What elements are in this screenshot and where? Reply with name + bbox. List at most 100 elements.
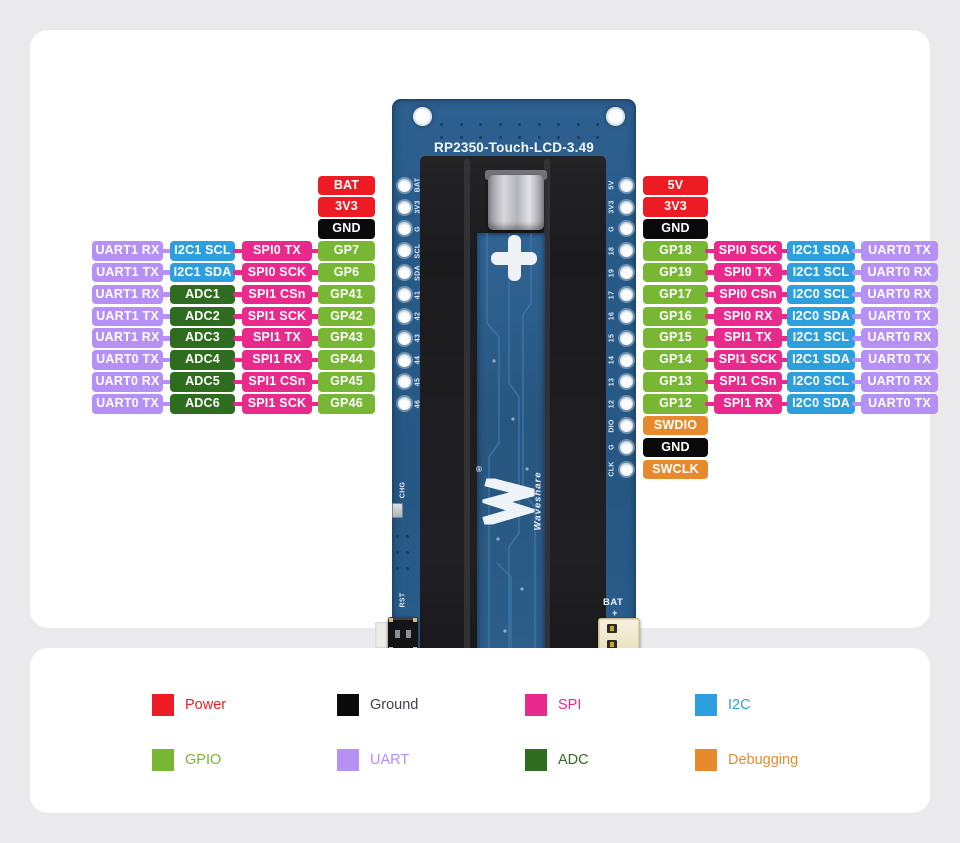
via-dot — [576, 136, 580, 139]
pin-label-uart1-rx: UART1 RX — [92, 284, 163, 305]
pin-label-5v: 5V — [643, 175, 708, 195]
via-dot — [396, 567, 399, 570]
pin-label-uart0-rx: UART0 RX — [861, 262, 938, 283]
legend-swatch-gpio — [152, 749, 174, 771]
pin-hole — [619, 419, 633, 433]
connector-dash — [160, 248, 173, 254]
pin-label-adc5: ADC5 — [170, 372, 235, 392]
pin-label-uart1-tx: UART1 TX — [92, 306, 163, 327]
reset-button-actuator[interactable] — [375, 622, 388, 648]
reset-button[interactable] — [388, 617, 418, 652]
via-dot — [576, 123, 580, 126]
connector-dash — [309, 292, 321, 297]
connector-dash — [705, 401, 717, 407]
connector-dash — [852, 270, 864, 275]
connector-dash — [232, 357, 245, 363]
via-dot — [537, 136, 541, 139]
silk-pin-5v: 5V — [608, 180, 616, 190]
pin-label-gp41: GP41 — [318, 284, 375, 305]
connector-dash — [778, 270, 791, 275]
board-title: RP2350-Touch-LCD-3.49 — [434, 140, 594, 155]
pin-label-gp15: GP15 — [643, 328, 708, 348]
connector-dash — [160, 292, 173, 297]
connector-dash — [232, 270, 245, 275]
pin-label-uart0-rx: UART0 RX — [92, 372, 163, 392]
pin-hole — [397, 266, 411, 280]
via-dot — [406, 551, 409, 554]
pin-hole — [619, 309, 633, 323]
connector-dash — [852, 357, 864, 363]
pin-hole — [397, 309, 411, 323]
via-dot — [596, 123, 599, 126]
legend-swatch-ground — [337, 694, 359, 716]
pin-label-i2c1-scl: I2C1 SCL — [787, 328, 855, 348]
silk-pin-43: 43 — [414, 333, 422, 343]
pin-hole — [397, 222, 411, 236]
pin-label-spi0-tx: SPI0 TX — [242, 241, 312, 261]
connector-dash — [852, 314, 864, 319]
connector-dash — [232, 336, 245, 341]
silk-pin-sda: SDA — [414, 264, 422, 281]
pin-label-uart1-tx: UART1 TX — [92, 262, 163, 283]
silk-bat-plus: + — [612, 608, 618, 618]
pin-label-3v3: 3V3 — [318, 197, 375, 217]
pin-label-adc6: ADC6 — [170, 394, 235, 414]
connector-dash — [705, 314, 717, 319]
pin-label-uart1-rx: UART1 RX — [92, 241, 163, 261]
pin-hole — [619, 331, 633, 345]
legend-label-adc: ADC — [558, 752, 589, 768]
connector-dash — [778, 248, 791, 254]
pin-hole — [619, 244, 633, 258]
pin-label-spi1-sck: SPI1 SCK — [242, 306, 312, 327]
legend-label-uart: UART — [370, 752, 410, 768]
pin-label-swdio: SWDIO — [643, 415, 708, 436]
connector-dash — [232, 248, 245, 254]
pin-label-gnd: GND — [643, 219, 708, 239]
pin-label-uart0-rx: UART0 RX — [861, 372, 938, 392]
pin-hole — [619, 353, 633, 367]
connector-dash — [232, 314, 245, 319]
silk-pin-g: G — [608, 444, 616, 451]
pin-label-spi0-sck: SPI0 SCK — [714, 241, 782, 261]
pin-label-spi1-tx: SPI1 TX — [714, 328, 782, 348]
pcb-center-strip — [477, 233, 545, 656]
pin-label-spi1-rx: SPI1 RX — [714, 394, 782, 414]
pin-label-uart1-rx: UART1 RX — [92, 328, 163, 348]
via-dot — [440, 136, 443, 139]
via-dot — [459, 123, 463, 126]
connector-dash — [852, 379, 864, 385]
pin-hole — [619, 440, 633, 454]
pin-label-gp17: GP17 — [643, 284, 708, 305]
pin-hole — [619, 462, 633, 476]
pin-label-uart0-tx: UART0 TX — [861, 241, 938, 261]
silk-pin-scl: SCL — [414, 243, 422, 259]
pin-hole — [619, 178, 633, 192]
pin-label-spi1-csn: SPI1 CSn — [242, 372, 312, 392]
connector-dash — [852, 248, 864, 254]
registered-trademark: ® — [476, 465, 482, 474]
connector-dash — [778, 379, 791, 385]
pin-label-gp19: GP19 — [643, 262, 708, 283]
pin-label-spi1-rx: SPI1 RX — [242, 350, 312, 370]
silk-pin-46: 46 — [414, 399, 422, 408]
connector-dash — [309, 336, 321, 341]
pin-hole — [619, 375, 633, 389]
pin-label-gp12: GP12 — [643, 394, 708, 414]
via-dot — [406, 535, 409, 538]
silk-pin-41: 41 — [414, 290, 422, 299]
connector-dash — [309, 270, 321, 275]
pin-hole — [397, 288, 411, 301]
silk-chg-label: CHG — [399, 481, 407, 499]
silk-pin-18: 18 — [608, 246, 616, 255]
pin-label-i2c1-sda: I2C1 SDA — [170, 262, 235, 283]
connector-dash — [309, 248, 321, 254]
silk-pin-14: 14 — [608, 355, 616, 365]
pin-label-uart0-rx: UART0 RX — [861, 328, 938, 348]
silk-pin-g: G — [608, 226, 616, 232]
connector-dash — [705, 248, 717, 254]
pin-label-i2c0-sda: I2C0 SDA — [787, 394, 855, 414]
mounting-hole-icon — [606, 107, 625, 126]
silk-rst-label: RST — [399, 592, 407, 608]
silk-pin-3v3: 3V3 — [414, 200, 422, 214]
pin-label-i2c0-scl: I2C0 SCL — [787, 284, 855, 305]
